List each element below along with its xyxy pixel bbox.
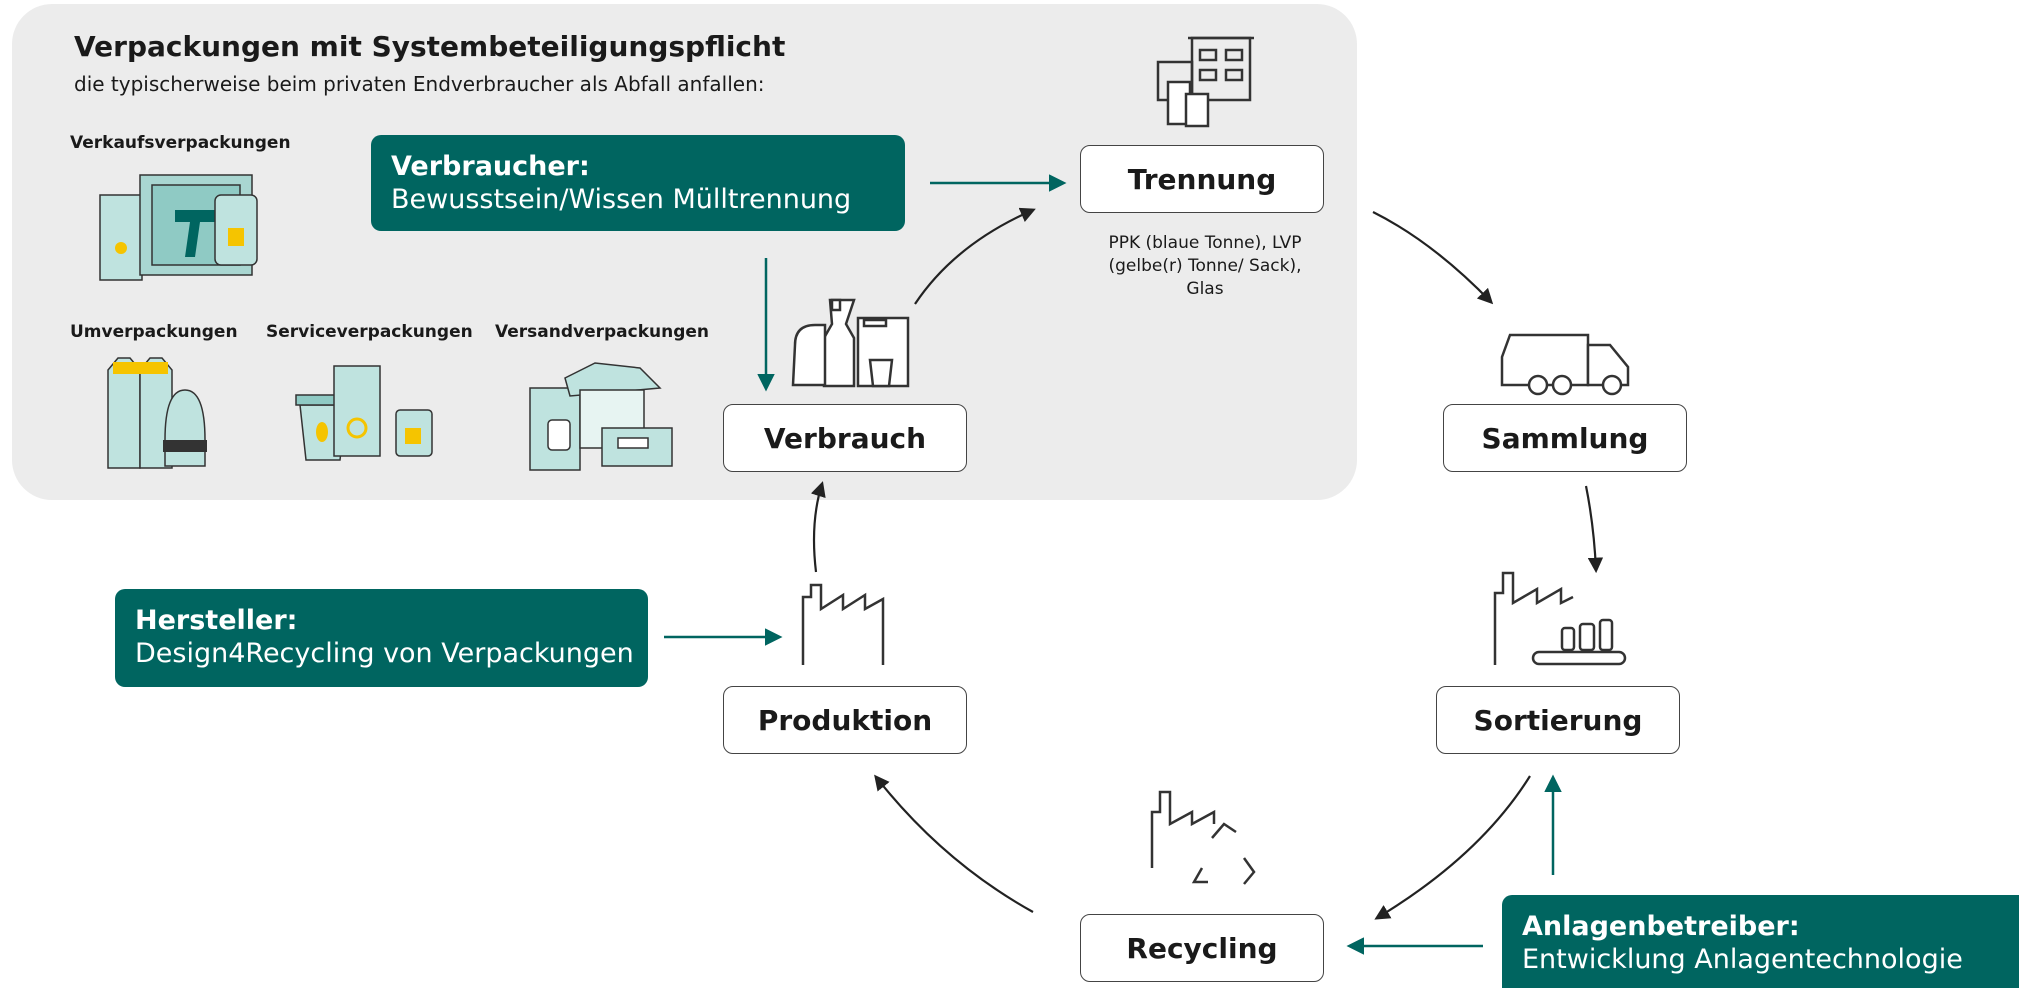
truck-icon <box>1500 333 1630 396</box>
recycling-plant-icon <box>1150 790 1256 885</box>
node-sammlung: Sammlung <box>1443 404 1687 472</box>
actor-hersteller-desc: Design4Recycling von Verpackungen <box>135 638 634 670</box>
actor-anlagenbetreiber: Anlagenbetreiber: Entwicklung Anlagentec… <box>1502 895 2019 988</box>
label-verkaufsverpackungen: Verkaufsverpackungen <box>70 133 291 153</box>
node-recycling: Recycling <box>1080 914 1324 982</box>
label-serviceverpackungen: Serviceverpackungen <box>266 322 473 342</box>
actor-anlagenbetreiber-desc: Entwicklung Anlagentechnologie <box>1522 944 1963 976</box>
actor-anlagenbetreiber-role: Anlagenbetreiber: <box>1522 911 1800 942</box>
actor-verbraucher-desc: Bewusstsein/Wissen Mülltrennung <box>391 184 852 216</box>
node-verbrauch: Verbrauch <box>723 404 967 472</box>
actor-verbraucher: Verbraucher: Bewusstsein/Wissen Mülltren… <box>371 135 905 231</box>
actor-verbraucher-role: Verbraucher: <box>391 151 590 182</box>
panel-subtitle: die typischerweise beim privaten Endverb… <box>74 72 765 96</box>
buildings-bins-icon <box>1156 36 1254 128</box>
bottles-icon <box>791 298 910 388</box>
sales-packaging-icon <box>99 174 258 281</box>
label-umverpackungen: Umverpackungen <box>70 322 238 342</box>
trennung-note: PPK (blaue Tonne), LVP (gelbe(r) Tonne/ … <box>1108 233 1302 299</box>
sorting-plant-icon <box>1493 571 1627 666</box>
label-versandverpackungen: Versandverpackungen <box>495 322 710 342</box>
panel-title: Verpackungen mit Systembeteiligungspflic… <box>74 30 786 63</box>
node-trennung: Trennung <box>1080 145 1324 213</box>
service-packaging-icon <box>295 365 433 461</box>
node-produktion: Produktion <box>723 686 967 754</box>
factory-icon <box>801 583 885 665</box>
actor-hersteller-role: Hersteller: <box>135 605 298 636</box>
cycle-arrows <box>810 207 1604 920</box>
shipping-packaging-icon <box>529 362 673 471</box>
node-sortierung: Sortierung <box>1436 686 1680 754</box>
actor-hersteller: Hersteller: Design4Recycling von Verpack… <box>115 589 648 687</box>
actor-arrows <box>664 174 1562 955</box>
outer-packaging-icon <box>107 357 207 469</box>
